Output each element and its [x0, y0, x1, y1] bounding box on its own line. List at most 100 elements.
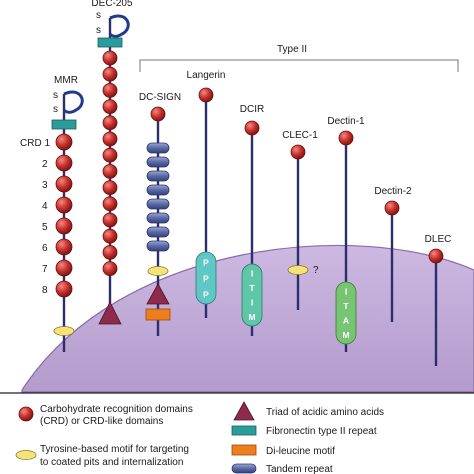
- dectin1-itam-motif: [335, 281, 357, 345]
- receptor-dcsign: DC-SIGN: [139, 92, 181, 336]
- mmr-crd-number: 8: [42, 285, 48, 296]
- legend-item-tandem: Tandem repeat: [231, 463, 333, 474]
- legend-item-tyrosine: Tyrosine-based motif for targeting to co…: [15, 444, 189, 468]
- svg-text:to coated pits and internaliza: to coated pits and internalization: [40, 457, 183, 468]
- svg-text:s: s: [96, 10, 101, 21]
- dcsign-triad: [146, 283, 170, 305]
- receptor-dlec: DLEC: [425, 234, 452, 366]
- legend-item-fibronectin: Fibronectin type II repeat: [231, 425, 377, 437]
- mmr-crd: [55, 196, 73, 214]
- svg-text:Carbohydrate recognition domai: Carbohydrate recognition domains: [40, 404, 193, 415]
- clec1-label: CLEC-1: [282, 130, 318, 141]
- dec205-crd: [102, 228, 118, 244]
- dec205-label: DEC-205: [91, 0, 133, 9]
- svg-text:s: s: [53, 104, 58, 115]
- dec205-fibronectin-repeat: [97, 37, 123, 48]
- dec205-crd: [102, 50, 118, 66]
- dec205-crd: [102, 147, 118, 163]
- dcsign-tandem-repeat: [146, 170, 170, 182]
- receptor-dectin2: Dectin-2: [374, 186, 412, 322]
- svg-text:Tandem repeat: Tandem repeat: [266, 464, 333, 474]
- mmr-crd: [55, 238, 73, 256]
- mmr-crd-number: 6: [42, 243, 48, 254]
- svg-text:s: s: [53, 90, 58, 101]
- svg-text:Tyrosine-based motif for targe: Tyrosine-based motif for targeting: [40, 444, 189, 455]
- receptor-clec1: CLEC-1 ?: [282, 130, 319, 310]
- dectin2-label: Dectin-2: [374, 186, 412, 197]
- mmr-crd: [55, 280, 73, 298]
- type-ii-label: Type II: [277, 44, 307, 55]
- clec1-crd: [290, 144, 306, 160]
- svg-text:(CRD) or CRD-like domains: (CRD) or CRD-like domains: [40, 416, 163, 427]
- clec1-tyrosine-motif: [287, 265, 309, 275]
- dec205-crd: [102, 83, 118, 98]
- mmr-crd-number: 7: [42, 264, 48, 275]
- mmr-tyrosine-motif: [53, 326, 75, 336]
- langerin-crd: [198, 87, 214, 103]
- dcsign-tandem-repeat: [146, 240, 170, 252]
- dcsign-tandem-repeat: [146, 156, 170, 168]
- dcsign-tyrosine-motif: [147, 266, 169, 276]
- dcsign-label: DC-SIGN: [139, 92, 181, 103]
- dec205-crd: [102, 180, 118, 196]
- legend-item-crd: Carbohydrate recognition domains (CRD) o…: [18, 404, 193, 427]
- mmr-crd-number: 2: [42, 159, 48, 170]
- dcir-itim-motif: [241, 263, 263, 327]
- langerin-ppp-motif: [195, 251, 217, 305]
- mmr-crd1-label: CRD 1: [20, 138, 50, 149]
- dcsign-tandem-repeat: [146, 226, 170, 238]
- dlec-crd: [428, 248, 444, 264]
- svg-text:Di-leucine motif: Di-leucine motif: [266, 446, 335, 457]
- dec205-crd: [102, 261, 118, 277]
- receptor-dec205: DEC-205 s s: [91, 0, 133, 325]
- dcsign-tandem-repeat: [146, 142, 170, 154]
- langerin-label: Langerin: [187, 70, 226, 81]
- svg-text:s: s: [96, 25, 101, 36]
- dec205-crd: [102, 163, 118, 179]
- dcsign-tandem-repeat: [146, 212, 170, 224]
- legend: Carbohydrate recognition domains (CRD) o…: [0, 392, 474, 474]
- mmr-disulfide-loop: [62, 90, 84, 114]
- mmr-fibronectin-repeat: [51, 119, 77, 130]
- dcir-label: DCIR: [240, 104, 264, 115]
- dec205-crd: [102, 212, 118, 228]
- mmr-crd: [55, 259, 73, 277]
- dcsign-crd: [150, 106, 166, 122]
- dectin2-crd: [384, 200, 400, 216]
- dec205-crd: [102, 131, 118, 147]
- dec205-crd: [102, 99, 118, 114]
- dec205-crd: [102, 66, 118, 82]
- legend-item-triad: Triad of acidic amino acids: [233, 401, 384, 421]
- dcir-crd: [244, 120, 260, 136]
- dec205-crd: [102, 196, 118, 212]
- legend-item-dileucine: Di-leucine motif: [231, 444, 335, 457]
- dec205-triad: [98, 301, 122, 325]
- mmr-crd-number: 4: [42, 201, 48, 212]
- dectin1-crd: [338, 130, 354, 146]
- dlec-label: DLEC: [425, 234, 452, 245]
- clec1-question-mark: ?: [313, 265, 319, 276]
- mmr-crd-number: 5: [42, 222, 48, 233]
- svg-text:Triad of acidic amino acids: Triad of acidic amino acids: [266, 407, 384, 418]
- dec205-disulfide-loop: [108, 14, 130, 38]
- dcsign-dileucine: [145, 308, 171, 321]
- receptor-mmr: MMR s s CRD 1 2 3 4 5 6 7 8: [20, 75, 84, 352]
- mmr-crd-number: 3: [42, 180, 48, 191]
- dectin1-label: Dectin-1: [327, 116, 365, 127]
- svg-text:Fibronectin type II repeat: Fibronectin type II repeat: [266, 426, 377, 437]
- dcsign-tandem-repeat: [146, 198, 170, 210]
- mmr-crd: [55, 133, 73, 151]
- dcsign-tandem-repeat: [146, 184, 170, 196]
- mmr-label: MMR: [54, 75, 78, 86]
- mmr-crd: [55, 154, 73, 172]
- mmr-crd: [55, 175, 73, 193]
- dec205-crd: [102, 115, 118, 131]
- type-ii-bracket: Type II: [139, 44, 459, 72]
